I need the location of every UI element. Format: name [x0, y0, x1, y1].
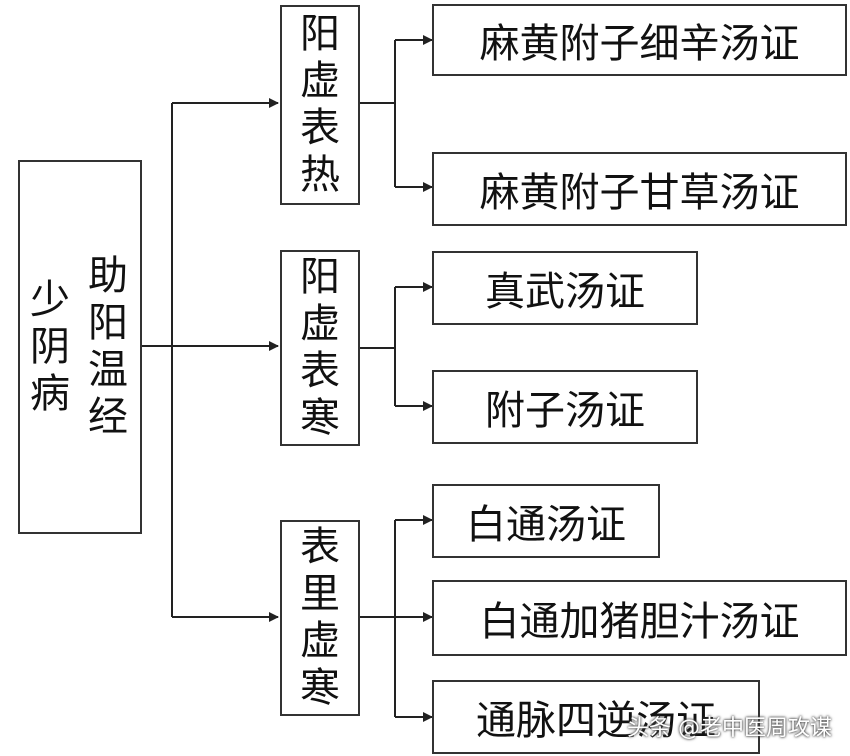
- branch-label-2: 阳虚表寒: [300, 254, 340, 441]
- leaf-node-1-1: 麻黄附子细辛汤证: [432, 4, 847, 76]
- leaf-node-2-1: 真武汤证: [432, 251, 698, 325]
- leaf-node-3-1: 白通汤证: [432, 484, 660, 558]
- leaf-node-3-3: 通脉四逆汤证: [432, 680, 760, 754]
- root-col1-text: 少阴病: [24, 162, 76, 532]
- branch-node-2: 阳虚表寒: [280, 250, 360, 446]
- root-col2-text: 助阳温经: [82, 162, 134, 532]
- leaf-label-1-1: 麻黄附子细辛汤证: [479, 21, 800, 67]
- leaf-label-3-2: 白通加猪胆汁汤证: [479, 599, 800, 645]
- root-col1-label: 少阴病: [30, 276, 70, 417]
- leaf-label-3-3: 通脉四逆汤证: [476, 698, 716, 744]
- leaf-label-3-1: 白通汤证: [466, 502, 626, 548]
- leaf-node-2-2: 附子汤证: [432, 370, 698, 444]
- leaf-label-1-2: 麻黄附子甘草汤证: [479, 170, 800, 216]
- leaf-label-2-1: 真武汤证: [485, 269, 645, 315]
- watermark-text: 头条 @老中医周攻谋: [627, 716, 832, 741]
- branch-label-3: 表里虚寒: [300, 524, 340, 711]
- leaf-label-2-2: 附子汤证: [485, 388, 645, 434]
- leaf-node-3-2: 白通加猪胆汁汤证: [432, 580, 847, 656]
- branch-node-1: 阳虚表热: [280, 5, 360, 205]
- root-col2-label: 助阳温经: [88, 253, 128, 440]
- root-node: 少阴病 助阳温经: [18, 160, 142, 534]
- branch-node-3: 表里虚寒: [280, 520, 360, 716]
- leaf-node-1-2: 麻黄附子甘草汤证: [432, 152, 847, 226]
- branch-label-1: 阳虚表热: [300, 11, 340, 198]
